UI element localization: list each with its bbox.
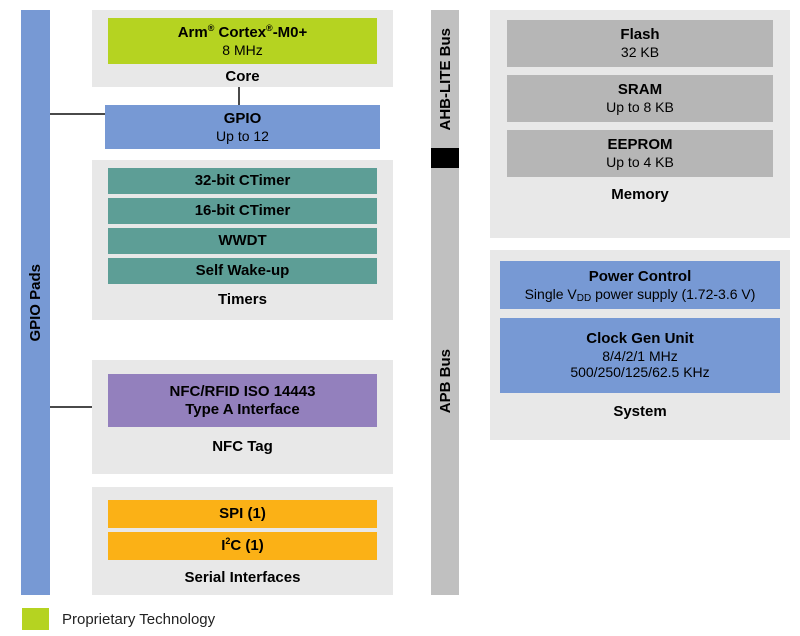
block-spi[interactable]: SPI (1) [108, 500, 377, 528]
block-nfc-rfid-interface[interactable]: NFC/RFID ISO 14443 Type A Interface [108, 374, 377, 427]
block-self-wake-up[interactable]: Self Wake-up [108, 258, 377, 284]
block-i2c-title-pre: I [221, 537, 226, 555]
block-power-control-title: Power Control [588, 267, 692, 285]
block-gpio-detail: Up to 12 [216, 127, 269, 144]
core-reg-mark-2: ® [266, 22, 273, 33]
power-detail-sub: DD [576, 292, 592, 304]
core-line1-post: -M0+ [272, 23, 308, 41]
group-timers: 32-bit CTimer 16-bit CTimer WWDT Self Wa… [92, 160, 393, 320]
block-clock-gen-unit-title: Clock Gen Unit [586, 330, 694, 348]
power-detail-post: power supply (1.72-3.6 V) [591, 285, 756, 302]
bus-separator [431, 148, 459, 168]
core-line1-mid: Cortex [214, 23, 267, 41]
connector-gpio-pads-to-nfc [50, 406, 106, 408]
block-gpio-title: GPIO [223, 109, 262, 127]
block-power-control-detail: Single VDD power supply (1.72-3.6 V) [525, 286, 756, 303]
group-system-title: System [613, 403, 667, 420]
block-eeprom-detail: Up to 4 KB [606, 154, 674, 171]
block-clock-gen-unit-line3: 500/250/125/62.5 KHz [570, 364, 710, 381]
block-wwdt-title: WWDT [218, 232, 267, 250]
block-clock-gen-unit-line2: 8/4/2/1 MHz [602, 347, 678, 364]
block-arm-cortex-m0plus-detail: 8 MHz [222, 41, 263, 58]
block-nfc-rfid-line1: NFC/RFID ISO 14443 [169, 382, 316, 400]
core-line1-pre: Arm [177, 23, 208, 41]
group-nfc-tag: NFC/RFID ISO 14443 Type A Interface NFC … [92, 360, 393, 474]
block-sram-title: SRAM [617, 81, 663, 99]
block-flash[interactable]: Flash 32 KB [507, 20, 773, 67]
block-32bit-ctimer[interactable]: 32-bit CTimer [108, 168, 377, 194]
legend-swatch-proprietary [22, 608, 49, 630]
group-timers-title: Timers [218, 291, 267, 308]
connector-core-to-gpio [238, 87, 240, 105]
block-power-control[interactable]: Power Control Single VDD power supply (1… [500, 261, 780, 309]
block-wwdt[interactable]: WWDT [108, 228, 377, 254]
group-nfc-tag-title: NFC Tag [212, 438, 273, 455]
block-flash-detail: 32 KB [620, 44, 660, 61]
block-clock-gen-unit[interactable]: Clock Gen Unit 8/4/2/1 MHz 500/250/125/6… [500, 318, 780, 393]
group-system: Power Control Single VDD power supply (1… [490, 250, 790, 440]
group-serial-interfaces: SPI (1) I2C (1) Serial Interfaces [92, 487, 393, 595]
group-core-title: Core [225, 68, 260, 85]
block-arm-cortex-m0plus-title: Arm® Cortex®-M0+ [177, 22, 308, 42]
block-i2c-title: I2C (1) [221, 537, 264, 555]
group-core: Arm® Cortex®-M0+ 8 MHz Core [92, 10, 393, 87]
core-reg-mark-1: ® [207, 22, 215, 33]
bus-ahb-lite-label: AHB-LITE Bus [436, 27, 454, 131]
block-gpio[interactable]: GPIO Up to 12 [105, 105, 380, 149]
block-i2c-title-post: C (1) [230, 537, 264, 555]
block-eeprom-title: EEPROM [607, 136, 673, 154]
block-i2c-title-sup: 2 [225, 536, 231, 547]
bus-apb-label: APB Bus [436, 349, 454, 414]
group-memory: Flash 32 KB SRAM Up to 8 KB EEPROM Up to… [490, 10, 790, 238]
block-sram[interactable]: SRAM Up to 8 KB [507, 75, 773, 122]
legend-label-proprietary: Proprietary Technology [62, 610, 216, 628]
group-memory-title: Memory [611, 186, 669, 203]
block-32bit-ctimer-title: 32-bit CTimer [194, 172, 291, 190]
block-nfc-rfid-line2: Type A Interface [185, 400, 300, 418]
block-self-wake-up-title: Self Wake-up [195, 262, 290, 280]
block-i2c[interactable]: I2C (1) [108, 532, 377, 560]
group-serial-interfaces-title: Serial Interfaces [184, 569, 301, 586]
block-spi-title: SPI (1) [219, 505, 266, 523]
legend: Proprietary Technology [22, 607, 322, 631]
block-arm-cortex-m0plus[interactable]: Arm® Cortex®-M0+ 8 MHz [108, 18, 377, 64]
bus-apb[interactable]: APB Bus [431, 168, 459, 595]
block-16bit-ctimer-title: 16-bit CTimer [194, 202, 291, 220]
block-sram-detail: Up to 8 KB [606, 99, 674, 116]
block-16bit-ctimer[interactable]: 16-bit CTimer [108, 198, 377, 224]
connector-gpio-pads-to-gpio [50, 113, 106, 115]
gpio-pads-label: GPIO Pads [27, 263, 44, 342]
block-flash-title: Flash [620, 26, 660, 44]
block-eeprom[interactable]: EEPROM Up to 4 KB [507, 130, 773, 177]
gpio-pads-bar[interactable]: GPIO Pads [21, 10, 50, 595]
bus-ahb-lite[interactable]: AHB-LITE Bus [431, 10, 459, 148]
power-detail-pre: Single V [524, 285, 577, 302]
